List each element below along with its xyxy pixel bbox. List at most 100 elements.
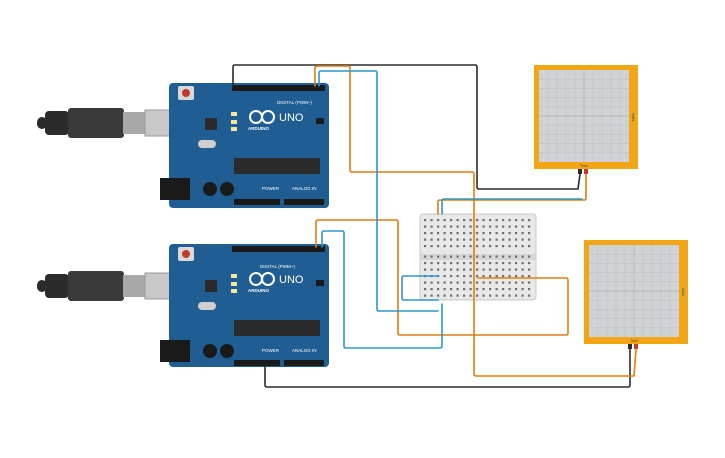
- breadboard-hole[interactable]: [476, 275, 479, 278]
- scope-pin-neg-1[interactable]: [578, 169, 582, 174]
- breadboard-hole[interactable]: [508, 219, 511, 222]
- breadboard-hole[interactable]: [424, 232, 427, 235]
- breadboard-hole[interactable]: [437, 219, 440, 222]
- breadboard-hole[interactable]: [515, 232, 518, 235]
- breadboard-hole[interactable]: [450, 281, 453, 284]
- breadboard-hole[interactable]: [450, 245, 453, 248]
- reset-button-cap-2[interactable]: [182, 250, 190, 258]
- breadboard-hole[interactable]: [424, 268, 427, 271]
- wire-blue-2[interactable]: [321, 230, 443, 349]
- digital-header-1[interactable]: [232, 85, 325, 91]
- power-header-1[interactable]: [234, 199, 280, 205]
- breadboard-hole[interactable]: [521, 232, 524, 235]
- breadboard-hole[interactable]: [508, 255, 511, 258]
- breadboard-hole[interactable]: [521, 245, 524, 248]
- wire-orange-2[interactable]: [315, 219, 569, 336]
- breadboard-hole[interactable]: [482, 255, 485, 258]
- breadboard-hole[interactable]: [502, 281, 505, 284]
- breadboard-hole[interactable]: [469, 281, 472, 284]
- breadboard-hole[interactable]: [476, 245, 479, 248]
- breadboard-hole[interactable]: [469, 245, 472, 248]
- breadboard-hole[interactable]: [495, 225, 498, 228]
- breadboard-hole[interactable]: [469, 219, 472, 222]
- breadboard-hole[interactable]: [424, 262, 427, 265]
- breadboard-hole[interactable]: [443, 268, 446, 271]
- breadboard-hole[interactable]: [521, 238, 524, 241]
- breadboard-hole[interactable]: [450, 275, 453, 278]
- breadboard-hole[interactable]: [495, 245, 498, 248]
- breadboard-hole[interactable]: [495, 238, 498, 241]
- breadboard-hole[interactable]: [489, 288, 492, 291]
- wire-blue-4[interactable]: [441, 198, 583, 215]
- breadboard-hole[interactable]: [469, 294, 472, 297]
- breadboard-hole[interactable]: [450, 268, 453, 271]
- breadboard-hole[interactable]: [424, 219, 427, 222]
- breadboard-hole[interactable]: [489, 262, 492, 265]
- breadboard-hole[interactable]: [528, 219, 531, 222]
- breadboard-hole[interactable]: [508, 262, 511, 265]
- breadboard-hole[interactable]: [463, 232, 466, 235]
- breadboard-hole[interactable]: [502, 232, 505, 235]
- breadboard-hole[interactable]: [450, 262, 453, 265]
- breadboard-hole[interactable]: [450, 255, 453, 258]
- oscilloscope-2[interactable]: Volts Time: [584, 240, 688, 349]
- breadboard-hole[interactable]: [443, 281, 446, 284]
- breadboard-hole[interactable]: [450, 225, 453, 228]
- breadboard-hole[interactable]: [424, 255, 427, 258]
- breadboard-hole[interactable]: [528, 262, 531, 265]
- breadboard-hole[interactable]: [430, 268, 433, 271]
- breadboard-hole[interactable]: [456, 268, 459, 271]
- breadboard-hole[interactable]: [515, 255, 518, 258]
- breadboard-hole[interactable]: [469, 225, 472, 228]
- oscilloscope-1[interactable]: Volts Time: [534, 65, 638, 174]
- breadboard-hole[interactable]: [502, 219, 505, 222]
- breadboard-hole[interactable]: [430, 281, 433, 284]
- breadboard-hole[interactable]: [430, 262, 433, 265]
- breadboard-hole[interactable]: [521, 262, 524, 265]
- breadboard[interactable]: [419, 213, 537, 301]
- breadboard-hole[interactable]: [463, 275, 466, 278]
- breadboard-hole[interactable]: [424, 225, 427, 228]
- breadboard-hole[interactable]: [495, 219, 498, 222]
- breadboard-hole[interactable]: [502, 238, 505, 241]
- breadboard-hole[interactable]: [437, 255, 440, 258]
- analog-header-1[interactable]: [284, 199, 324, 205]
- breadboard-hole[interactable]: [456, 288, 459, 291]
- breadboard-hole[interactable]: [521, 281, 524, 284]
- breadboard-hole[interactable]: [456, 262, 459, 265]
- breadboard-hole[interactable]: [424, 294, 427, 297]
- power-jack-2[interactable]: [160, 340, 190, 362]
- breadboard-hole[interactable]: [463, 281, 466, 284]
- breadboard-hole[interactable]: [437, 232, 440, 235]
- breadboard-hole[interactable]: [521, 255, 524, 258]
- breadboard-hole[interactable]: [437, 262, 440, 265]
- breadboard-hole[interactable]: [463, 262, 466, 265]
- breadboard-hole[interactable]: [437, 294, 440, 297]
- breadboard-hole[interactable]: [502, 288, 505, 291]
- breadboard-hole[interactable]: [463, 238, 466, 241]
- breadboard-hole[interactable]: [515, 294, 518, 297]
- breadboard-hole[interactable]: [424, 245, 427, 248]
- breadboard-hole[interactable]: [456, 275, 459, 278]
- breadboard-hole[interactable]: [489, 294, 492, 297]
- breadboard-hole[interactable]: [456, 294, 459, 297]
- breadboard-hole[interactable]: [502, 294, 505, 297]
- breadboard-hole[interactable]: [482, 288, 485, 291]
- breadboard-hole[interactable]: [456, 219, 459, 222]
- breadboard-hole[interactable]: [495, 268, 498, 271]
- breadboard-hole[interactable]: [482, 232, 485, 235]
- power-jack-1[interactable]: [160, 178, 190, 200]
- breadboard-hole[interactable]: [508, 268, 511, 271]
- breadboard-hole[interactable]: [437, 288, 440, 291]
- breadboard-hole[interactable]: [456, 232, 459, 235]
- breadboard-hole[interactable]: [515, 238, 518, 241]
- breadboard-hole[interactable]: [508, 288, 511, 291]
- breadboard-hole[interactable]: [508, 281, 511, 284]
- breadboard-hole[interactable]: [508, 294, 511, 297]
- breadboard-hole[interactable]: [482, 262, 485, 265]
- arduino-uno-board-2[interactable]: DIGITAL (PWM~) UNO ARDUINO POWER ANALOG …: [37, 244, 329, 367]
- breadboard-hole[interactable]: [495, 232, 498, 235]
- breadboard-hole[interactable]: [482, 268, 485, 271]
- breadboard-hole[interactable]: [437, 238, 440, 241]
